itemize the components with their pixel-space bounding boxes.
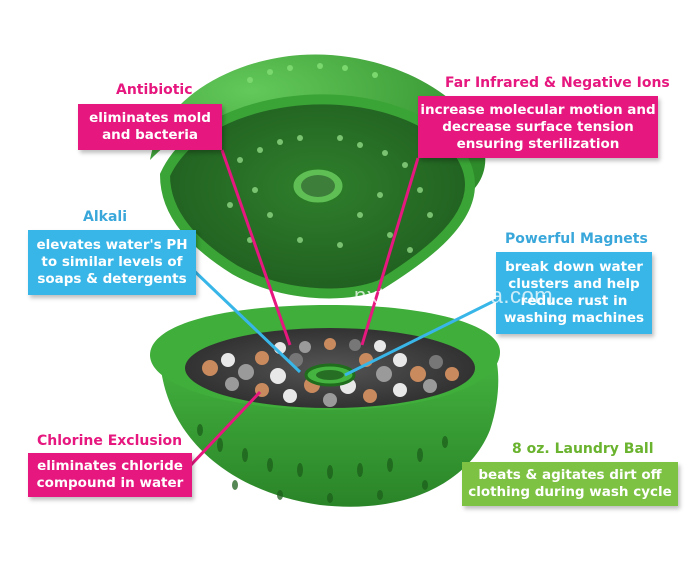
pointer-chlorine	[188, 390, 262, 468]
far-infrared-title: Far Infrared & Negative Ions	[445, 75, 670, 91]
pointer-magnets	[344, 298, 497, 377]
antibiotic-box: eliminates mold and bacteria	[78, 104, 222, 150]
antibiotic-text: eliminates mold and bacteria	[89, 110, 211, 143]
laundry-ball-box: beats & agitates dirt off clothing durin…	[462, 462, 678, 506]
pointer-far-infrared	[360, 157, 420, 346]
lid	[150, 54, 486, 299]
far-infrared-text: increase molecular motion and decrease s…	[420, 101, 656, 152]
lid-perforations	[227, 135, 433, 253]
magnets-text: break down water clusters and help reduc…	[503, 259, 645, 326]
watermark: nxtl.en.alibaba.com	[354, 283, 554, 308]
laundry-ball-title: 8 oz. Laundry Ball	[512, 441, 654, 457]
bowl	[150, 305, 500, 507]
laundry-ball-text: beats & agitates dirt off clothing durin…	[468, 467, 672, 500]
alkali-text: elevates water's PH to similar levels of…	[36, 237, 188, 287]
magnets-title: Powerful Magnets	[505, 231, 648, 247]
pointer-lines	[186, 149, 497, 468]
chlorine-text: eliminates chloride compound in water	[36, 458, 184, 491]
chlorine-title: Chlorine Exclusion	[37, 433, 183, 449]
alkali-box: elevates water's PH to similar levels of…	[28, 230, 196, 295]
ceramic-pebbles	[202, 338, 459, 407]
alkali-title: Alkali	[83, 209, 127, 225]
magnets-box: break down water clusters and help reduc…	[496, 252, 652, 334]
pointer-antibiotic	[220, 149, 292, 346]
pointer-alkali	[186, 263, 302, 374]
chlorine-box: eliminates chloride compound in water	[28, 453, 192, 497]
bowl-perforations	[197, 424, 448, 503]
lid-top-bumps	[247, 63, 378, 83]
antibiotic-title: Antibiotic	[116, 82, 193, 98]
far-infrared-box: increase molecular motion and decrease s…	[418, 96, 658, 158]
